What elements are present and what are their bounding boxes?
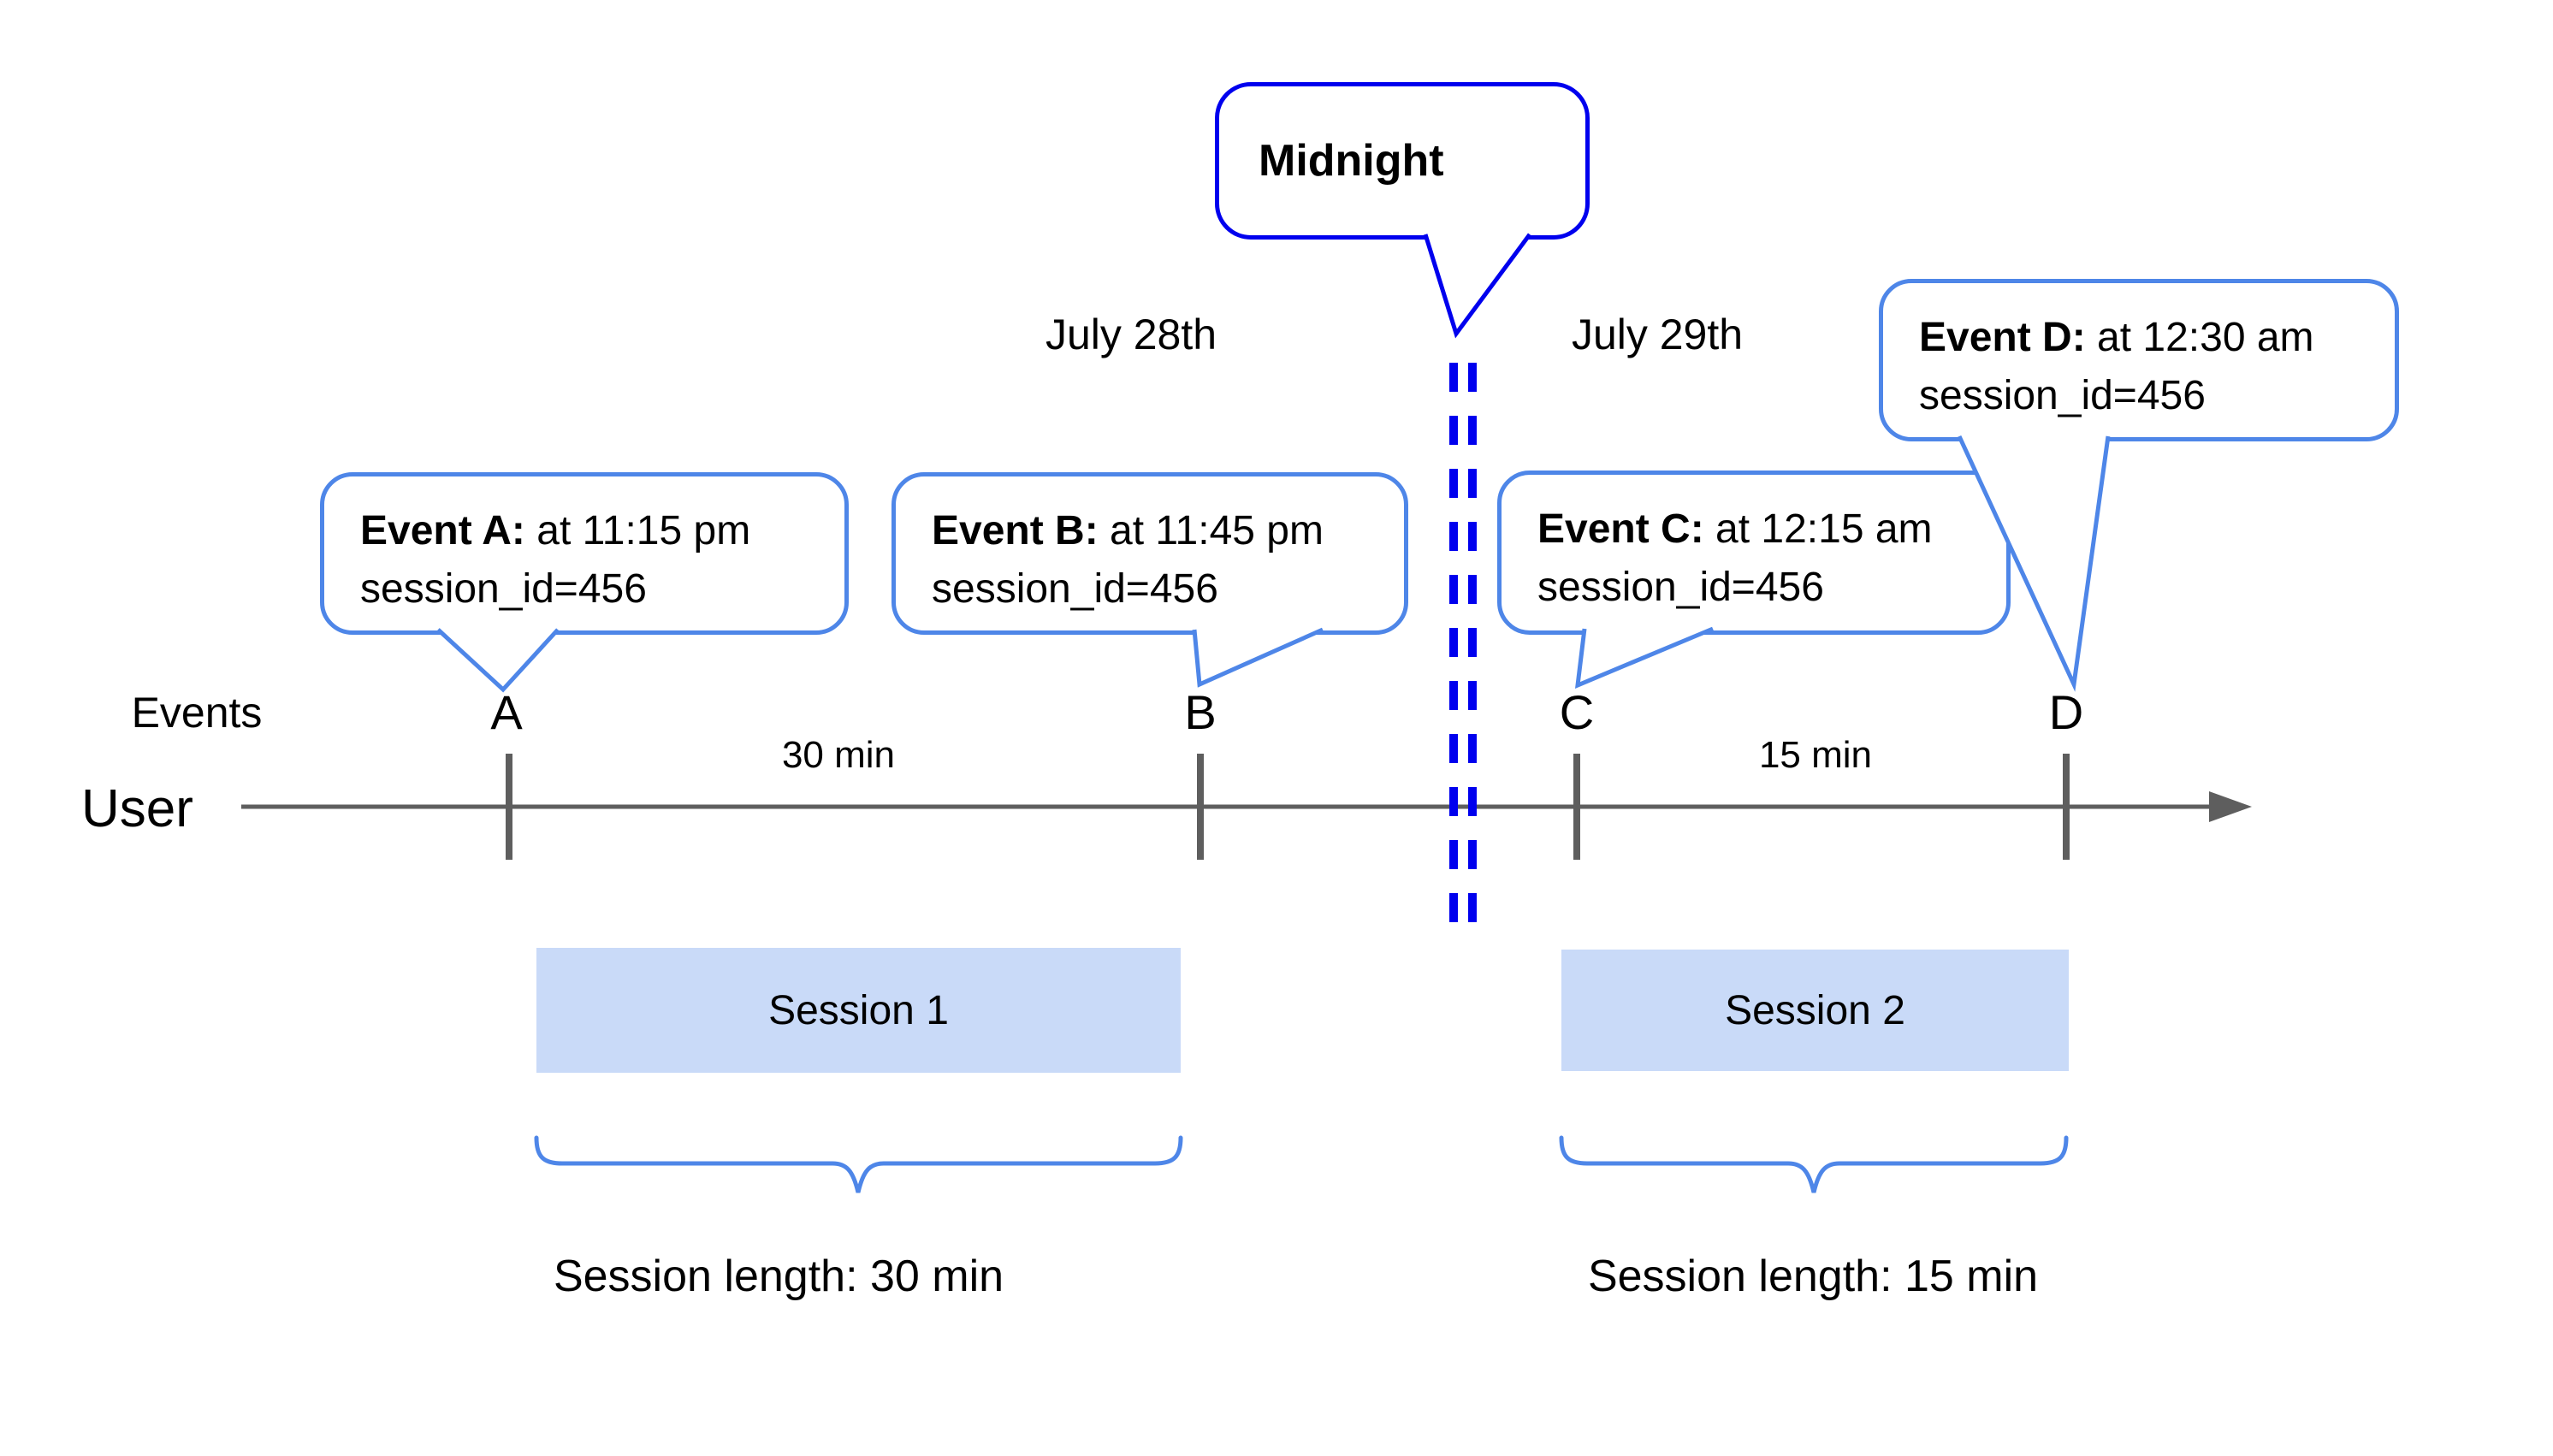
tick-letter-b: B xyxy=(1184,685,1217,739)
midnight-callout-label: Midnight xyxy=(1259,136,1444,186)
session-1-box: Session 1 xyxy=(536,948,1181,1073)
event-a-callout-line1: Event A: at 11:15 pm xyxy=(360,508,751,553)
event-a-callout-line2: session_id=456 xyxy=(360,566,647,612)
session-1-length-label: Session length: 30 min xyxy=(553,1252,1004,1301)
event-b-callout-line2: session_id=456 xyxy=(932,566,1218,612)
tick-letter-c: C xyxy=(1559,685,1595,739)
event-b-callout-line1: Event B: at 11:45 pm xyxy=(932,508,1324,553)
event-a-callout-tail xyxy=(436,628,560,693)
event-b-callout: Event B: at 11:45 pm session_id=456 xyxy=(891,472,1408,635)
user-axis-label: User xyxy=(81,779,193,838)
event-b-callout-tail xyxy=(1192,627,1324,688)
event-c-callout: Event C: at 12:15 am session_id=456 xyxy=(1497,471,2011,635)
date-label-july-29: July 29th xyxy=(1571,311,1744,358)
event-a-callout: Event A: at 11:15 pm session_id=456 xyxy=(320,472,849,635)
session-2-box: Session 2 xyxy=(1561,950,2069,1071)
tick-letter-a: A xyxy=(490,685,523,739)
timeline-arrowhead-icon xyxy=(2209,791,2252,822)
event-c-callout-line2: session_id=456 xyxy=(1537,565,1824,610)
session-2-brace xyxy=(1559,1135,2069,1193)
session-1-brace xyxy=(534,1135,1183,1193)
session-1-label: Session 1 xyxy=(768,987,949,1033)
events-row-label: Events xyxy=(131,689,263,737)
event-c-callout-tail xyxy=(1575,626,1714,689)
tick-letter-d: D xyxy=(2048,685,2084,739)
interval-label-30min: 30 min xyxy=(781,734,896,776)
event-d-callout-line2: session_id=456 xyxy=(1919,373,2206,418)
session-2-length-label: Session length: 15 min xyxy=(1587,1252,2039,1301)
event-c-callout-line1: Event C: at 12:15 am xyxy=(1537,506,1933,552)
date-label-july-28: July 28th xyxy=(1045,311,1217,358)
event-d-callout: Event D: at 12:30 am session_id=456 xyxy=(1879,279,2399,441)
session-2-label: Session 2 xyxy=(1725,987,1905,1033)
interval-label-15min: 15 min xyxy=(1758,734,1873,776)
midnight-callout: Midnight xyxy=(1215,82,1590,240)
event-d-callout-line1: Event D: at 12:30 am xyxy=(1919,315,2314,360)
